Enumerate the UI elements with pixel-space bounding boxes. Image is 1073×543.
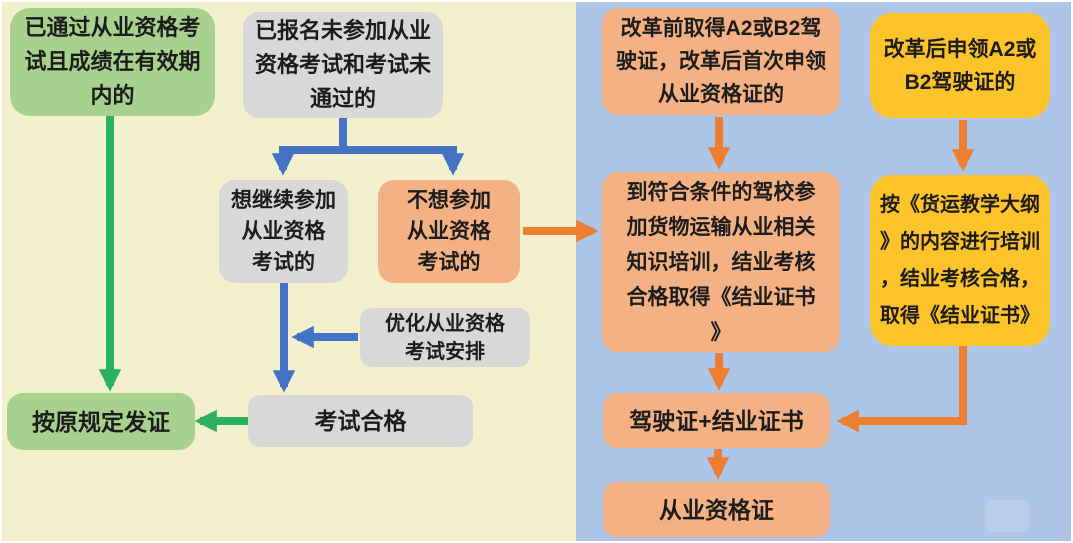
node-qualification-certificate: 从业资格证	[603, 482, 830, 537]
node-not-want: 不想参加 从业资格 考试的	[378, 180, 520, 283]
node-issue-old-rule: 按原规定发证	[7, 393, 195, 450]
watermark-logo	[985, 500, 1029, 532]
node-want-continue: 想继续参加 从业资格 考试的	[219, 180, 348, 283]
node-pre-reform-license: 改革前取得A2或B2驾 驶证，改革后首次申领 从业资格证的	[602, 8, 840, 115]
node-exam-pass: 考试合格	[248, 395, 473, 447]
node-syllabus-training: 按《货运教学大纲 》的内容进行培训 ，结业考核合格， 取得《结业证书》	[870, 175, 1050, 346]
node-post-reform-license: 改革后申领A2或 B2驾驶证的	[870, 13, 1050, 118]
node-registered-not-taken: 已报名未参加从业 资格考试和考试未 通过的	[243, 12, 443, 118]
node-license-plus-certificate: 驾驶证+结业证书	[603, 393, 830, 448]
node-optimize: 优化从业资格 考试安排	[360, 308, 530, 367]
node-passed-valid: 已通过从业资格考 试且成绩在有效期 内的	[10, 8, 215, 116]
node-driving-school-training: 到符合条件的驾校参 加货物运输从业相关 知识培训，结业考核 合格取得《结业证书 …	[602, 172, 840, 352]
